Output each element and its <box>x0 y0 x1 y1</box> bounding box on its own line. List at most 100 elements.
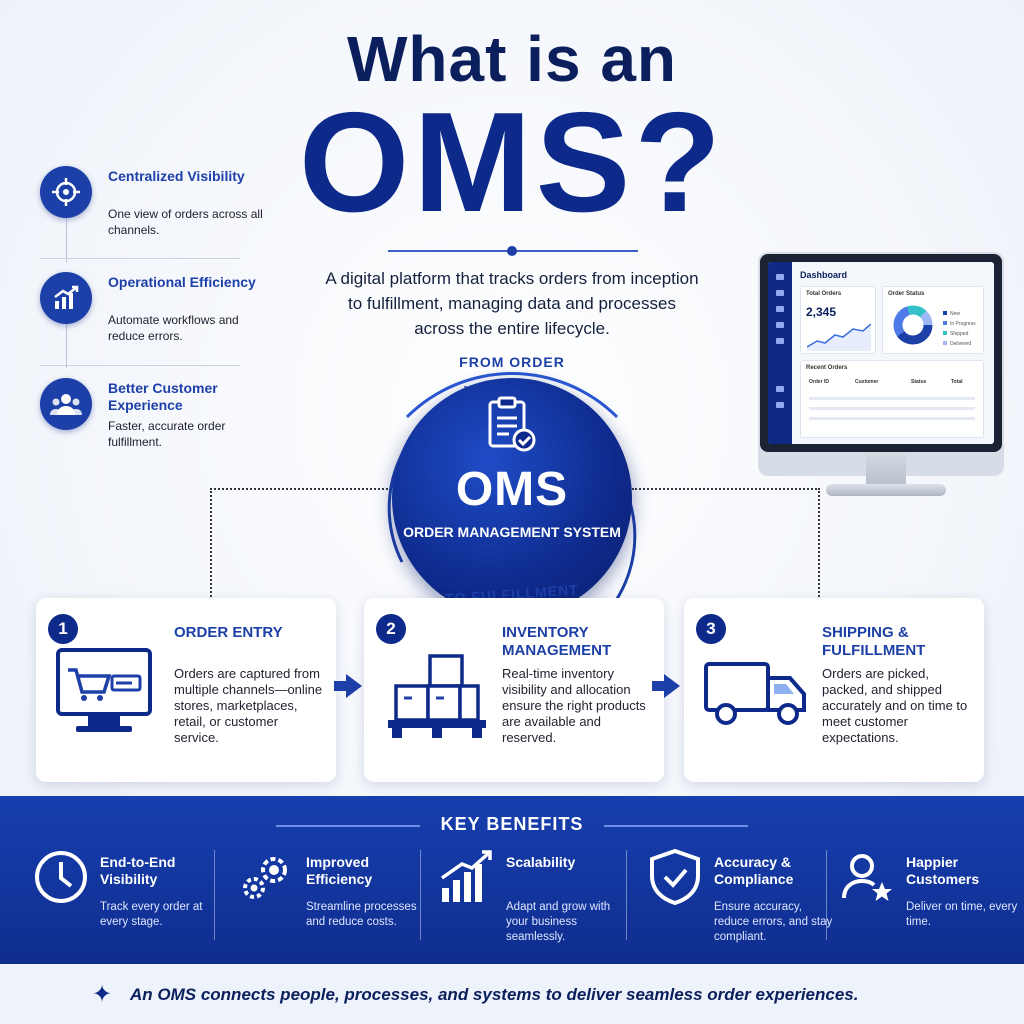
footer-bar <box>0 964 1024 1024</box>
from-order-label: FROM ORDER <box>459 354 565 370</box>
step-number: 3 <box>696 614 726 644</box>
benefit-divider <box>626 850 627 940</box>
table-header: Customer <box>855 379 879 385</box>
feature-divider <box>40 258 240 259</box>
title-line-1: What is an <box>346 23 678 95</box>
customer-star-icon <box>838 848 896 906</box>
step-title: INVENTORY MANAGEMENT <box>502 624 612 659</box>
recent-orders-label: Recent Orders <box>806 365 848 371</box>
feature-divider <box>40 365 240 366</box>
status-donut-chart <box>893 305 933 345</box>
legend-item: In Progress <box>943 321 976 327</box>
growth-chart-icon <box>40 272 92 324</box>
gears-icon <box>238 848 296 906</box>
arrow-right-icon <box>652 674 680 698</box>
feature-better-customer-experience: Better Customer Experience Faster, accur… <box>40 378 260 468</box>
customers-icon <box>40 378 92 430</box>
key-benefits-band <box>0 796 1024 964</box>
step-shipping-fulfillment: 3 SHIPPING & FULFILLMENT Orders are pick… <box>684 598 984 782</box>
recent-orders-card: Recent Orders Order ID Customer Status T… <box>800 360 984 438</box>
benefit-desc: Track every order at every stage. <box>100 901 203 928</box>
oms-subtitle: ORDER MANAGEMENT SYSTEM <box>403 524 621 540</box>
subtitle: A digital platform that tracks orders fr… <box>325 269 699 338</box>
monitor-stand <box>866 452 906 486</box>
step-desc: Orders are picked, packed, and shipped a… <box>822 666 968 745</box>
dashboard-monitor: Dashboard Total Orders 2,345 Order Statu… <box>760 254 1002 452</box>
boxes-pallet-icon <box>382 648 492 753</box>
step-title: SHIPPING & FULFILLMENT <box>822 624 926 659</box>
benefit-desc: Adapt and grow with your business seamle… <box>506 901 611 943</box>
clipboard-check-icon <box>480 394 544 463</box>
target-icon <box>40 166 92 218</box>
benefit-title: Accuracy & Compliance <box>714 854 794 887</box>
title-line-2: OMS? <box>298 83 726 242</box>
benefit-scalability: Scalability Adapt and grow with your bus… <box>438 848 628 948</box>
legend-item: Shipped <box>943 331 968 337</box>
benefit-improved-efficiency: Improved Efficiency Streamline processes… <box>238 848 428 948</box>
benefit-happier-customers: Happier Customers Deliver on time, every… <box>838 848 1024 948</box>
step-inventory-management: 2 INVENTORY MANAGEMENT Real-time invento… <box>364 598 664 782</box>
shield-check-icon <box>646 848 704 906</box>
arrow-right-icon <box>334 674 362 698</box>
clock-icon <box>32 848 90 906</box>
step-order-entry: 1 ORDER ENTRY Orders are captured from m… <box>36 598 336 782</box>
step-desc: Real-time inventory visibility and alloc… <box>502 666 646 745</box>
benefit-desc: Ensure accuracy, reduce errors, and stay… <box>714 901 833 943</box>
legend-item: Delivered <box>943 341 971 347</box>
cart-monitor-icon <box>54 648 154 743</box>
table-header: Status <box>911 379 927 385</box>
connector-left <box>210 488 400 600</box>
benefit-title: Scalability <box>506 854 576 870</box>
table-row <box>809 407 975 410</box>
feature-desc: Faster, accurate order fulfillment. <box>108 419 226 449</box>
table-row <box>809 397 975 400</box>
feature-title: Better Customer Experience <box>108 380 218 413</box>
connector-right <box>632 488 820 600</box>
monitor-base <box>826 484 946 496</box>
table-header: Total <box>951 379 963 385</box>
total-orders-card: Total Orders 2,345 <box>800 286 876 354</box>
feature-desc: Automate workflows and reduce errors. <box>108 313 239 343</box>
feature-operational-efficiency: Operational Efficiency Automate workflow… <box>40 272 260 362</box>
trend-line-icon <box>807 323 871 351</box>
feature-connector <box>66 320 67 368</box>
benefit-end-to-end-visibility: End-to-End Visibility Track every order … <box>32 848 222 948</box>
step-desc: Orders are captured from multiple channe… <box>174 666 323 745</box>
total-orders-value: 2,345 <box>806 305 837 319</box>
dashboard-screen: Dashboard Total Orders 2,345 Order Statu… <box>768 262 994 444</box>
key-benefits-heading: KEY BENEFITS <box>440 814 584 834</box>
truck-icon <box>702 648 812 743</box>
feature-centralized-visibility: Centralized Visibility One view of order… <box>40 166 263 256</box>
key-benefits-rule <box>276 825 420 827</box>
feature-title: Operational Efficiency <box>108 274 256 290</box>
sparkle-icon: ✦ <box>92 981 113 1008</box>
order-status-card: Order Status New In Progress Shipped Del… <box>882 286 984 354</box>
feature-title: Centralized Visibility <box>108 168 245 184</box>
benefit-accuracy-compliance: Accuracy & Compliance Ensure accuracy, r… <box>646 848 836 948</box>
benefit-divider <box>420 850 421 940</box>
benefit-title: Happier Customers <box>906 854 980 887</box>
benefit-divider <box>826 850 827 940</box>
order-status-label: Order Status <box>888 291 925 297</box>
footer-text: An OMS connects people, processes, and s… <box>130 985 859 1004</box>
step-title: ORDER ENTRY <box>174 624 283 641</box>
benefit-divider <box>214 850 215 940</box>
table-row <box>809 417 975 420</box>
feature-connector <box>66 214 67 262</box>
dashboard-sidebar <box>768 262 792 444</box>
benefit-title: Improved Efficiency <box>306 854 373 887</box>
total-orders-label: Total Orders <box>806 291 842 297</box>
table-header: Order ID <box>809 379 830 385</box>
benefit-desc: Deliver on time, every time. <box>906 901 1018 928</box>
feature-desc: One view of orders across all channels. <box>108 207 263 237</box>
step-number: 2 <box>376 614 406 644</box>
step-number: 1 <box>48 614 78 644</box>
legend-item: New <box>943 311 960 317</box>
benefit-desc: Streamline processes and reduce costs. <box>306 901 417 928</box>
dashboard-title: Dashboard <box>800 270 848 280</box>
bar-growth-icon <box>438 848 496 906</box>
benefit-title: End-to-End Visibility <box>100 854 176 887</box>
key-benefits-rule <box>604 825 748 827</box>
oms-title: OMS <box>455 463 569 516</box>
title-divider-dot <box>507 246 517 256</box>
